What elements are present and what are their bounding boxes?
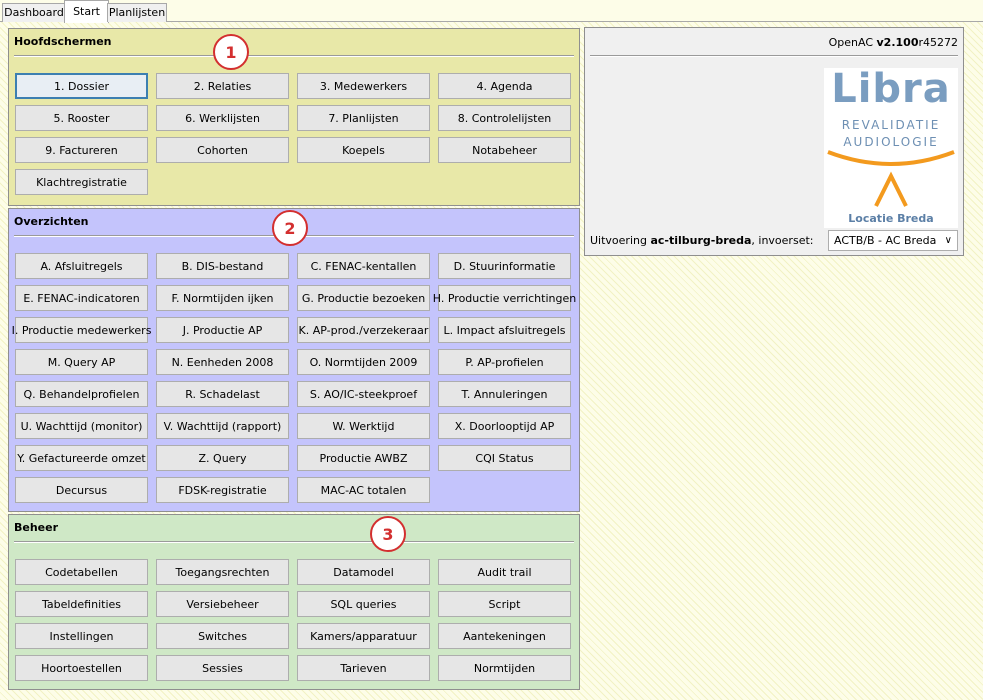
beheer-button[interactable]: Versiebeheer	[156, 591, 289, 617]
hoofdscherm-button[interactable]: Notabeheer	[438, 137, 571, 163]
divider	[14, 541, 574, 543]
panel-title: Beheer	[14, 521, 59, 534]
overzicht-button[interactable]: Z. Query	[156, 445, 289, 471]
overzicht-button[interactable]: S. AO/IC-steekproef	[297, 381, 430, 407]
beheer-button[interactable]: Aantekeningen	[438, 623, 571, 649]
divider	[590, 55, 958, 57]
overzicht-button[interactable]: D. Stuurinformatie	[438, 253, 571, 279]
beheer-button[interactable]: Codetabellen	[15, 559, 148, 585]
exec-suffix: , invoerset:	[751, 234, 814, 247]
overzicht-button[interactable]: N. Eenheden 2008	[156, 349, 289, 375]
tab-dashboard[interactable]: Dashboard	[2, 3, 66, 22]
tab-bar: Dashboard Start Planlijsten	[0, 0, 983, 23]
invoerset-select[interactable]: ACTB/B - AC Breda ∨	[828, 230, 958, 251]
logo-title: Libra	[831, 68, 951, 112]
exec-prefix: Uitvoering	[590, 234, 647, 247]
overzicht-button[interactable]: MAC-AC totalen	[297, 477, 430, 503]
overzicht-button[interactable]: R. Schadelast	[156, 381, 289, 407]
overzicht-button[interactable]: Q. Behandelprofielen	[15, 381, 148, 407]
marker-3: 3	[370, 516, 406, 552]
overzicht-button[interactable]: B. DIS-bestand	[156, 253, 289, 279]
marker-2: 2	[272, 210, 308, 246]
hoofdscherm-button[interactable]: 7. Planlijsten	[297, 105, 430, 131]
overzicht-button[interactable]: I. Productie medewerkers	[12, 317, 151, 343]
hoofdscherm-button[interactable]: 4. Agenda	[438, 73, 571, 99]
overzicht-button[interactable]: V. Wachttijd (rapport)	[156, 413, 289, 439]
info-panel: OpenAC v2.100r45272 Libra REVALIDATIE AU…	[584, 27, 964, 256]
beheer-button[interactable]: SQL queries	[297, 591, 430, 617]
beheer-button[interactable]: Hoortoestellen	[15, 655, 148, 681]
hoofdscherm-button[interactable]: 5. Rooster	[15, 105, 148, 131]
beheer-button[interactable]: Audit trail	[438, 559, 571, 585]
overzicht-button[interactable]: L. Impact afsluitregels	[438, 317, 571, 343]
version-label: OpenAC v2.100r45272	[829, 36, 958, 49]
beheer-button[interactable]: Tarieven	[297, 655, 430, 681]
beheer-button[interactable]: Normtijden	[438, 655, 571, 681]
hoofdscherm-button[interactable]: 3. Medewerkers	[297, 73, 430, 99]
logo-mark-icon	[827, 150, 955, 207]
hoofdschermen-panel: Hoofdschermen 1. Dossier 2. Relaties 3. Me…	[8, 28, 580, 206]
beheer-button[interactable]: Kamers/apparatuur	[297, 623, 430, 649]
overzicht-button[interactable]: K. AP-prod./verzekeraar	[297, 317, 430, 343]
overzicht-button[interactable]: P. AP-profielen	[438, 349, 571, 375]
exec-name: ac-tilburg-breda	[650, 234, 752, 247]
overzicht-button[interactable]: W. Werktijd	[297, 413, 430, 439]
hoofdscherm-button[interactable]: 2. Relaties	[156, 73, 289, 99]
overzicht-button[interactable]: Productie AWBZ	[297, 445, 430, 471]
overzicht-button[interactable]: F. Normtijden ijken	[156, 285, 289, 311]
beheer-button[interactable]: Tabeldefinities	[15, 591, 148, 617]
overzicht-button[interactable]: U. Wachttijd (monitor)	[15, 413, 148, 439]
overzicht-button[interactable]: A. Afsluitregels	[15, 253, 148, 279]
hoofdscherm-button[interactable]: 6. Werklijsten	[156, 105, 289, 131]
overzicht-button[interactable]: G. Productie bezoeken	[297, 285, 430, 311]
overzicht-button[interactable]: C. FENAC-kentallen	[297, 253, 430, 279]
hoofdscherm-button[interactable]: Klachtregistratie	[15, 169, 148, 195]
overzicht-button[interactable]: Decursus	[15, 477, 148, 503]
logo-line-1: REVALIDATIE	[841, 118, 941, 132]
beheer-button[interactable]: Switches	[156, 623, 289, 649]
beheer-button[interactable]: Datamodel	[297, 559, 430, 585]
overzicht-button[interactable]: H. Productie verrichtingen	[433, 285, 576, 311]
hoofdscherm-button[interactable]: Koepels	[297, 137, 430, 163]
hoofdscherm-button[interactable]: Cohorten	[156, 137, 289, 163]
panel-title: Overzichten	[14, 215, 89, 228]
logo-line-2: AUDIOLOGIE	[843, 135, 939, 149]
overzichten-panel: Overzichten A. Afsluitregels B. DIS-besta…	[8, 208, 580, 512]
execution-label: Uitvoering ac-tilburg-breda, invoerset:	[590, 234, 813, 247]
beheer-button[interactable]: Sessies	[156, 655, 289, 681]
overzicht-button[interactable]: J. Productie AP	[156, 317, 289, 343]
overzicht-button[interactable]: E. FENAC-indicatoren	[15, 285, 148, 311]
app-revision: r45272	[918, 36, 958, 49]
invoerset-value: ACTB/B - AC Breda	[834, 234, 937, 247]
beheer-panel: Beheer Codetabellen Toegangsrechten Datamo…	[8, 514, 580, 690]
app-name: OpenAC	[828, 36, 874, 49]
overzicht-button[interactable]: CQI Status	[438, 445, 571, 471]
logo-location: Locatie Breda	[848, 212, 934, 225]
beheer-button[interactable]: Instellingen	[15, 623, 148, 649]
tab-start[interactable]: Start	[64, 0, 109, 23]
beheer-button[interactable]: Toegangsrechten	[156, 559, 289, 585]
tab-planlijsten[interactable]: Planlijsten	[107, 3, 167, 22]
marker-1: 1	[213, 34, 249, 70]
hoofdscherm-button[interactable]: 9. Factureren	[15, 137, 148, 163]
hoofdscherm-button[interactable]: 1. Dossier	[15, 73, 148, 99]
overzicht-button[interactable]: T. Annuleringen	[438, 381, 571, 407]
libra-logo: Libra REVALIDATIE AUDIOLOGIE Locatie Bre…	[824, 68, 958, 228]
overzicht-button[interactable]: M. Query AP	[15, 349, 148, 375]
overzicht-button[interactable]: Y. Gefactureerde omzet	[15, 445, 148, 471]
beheer-button[interactable]: Script	[438, 591, 571, 617]
hoofdscherm-button[interactable]: 8. Controlelijsten	[438, 105, 571, 131]
overzicht-button[interactable]: O. Normtijden 2009	[297, 349, 430, 375]
app-version: v2.100	[876, 36, 919, 49]
overzicht-button[interactable]: X. Doorlooptijd AP	[438, 413, 571, 439]
overzicht-button[interactable]: FDSK-registratie	[156, 477, 289, 503]
chevron-down-icon: ∨	[944, 235, 952, 246]
panel-title: Hoofdschermen	[14, 35, 112, 48]
divider	[14, 55, 574, 57]
